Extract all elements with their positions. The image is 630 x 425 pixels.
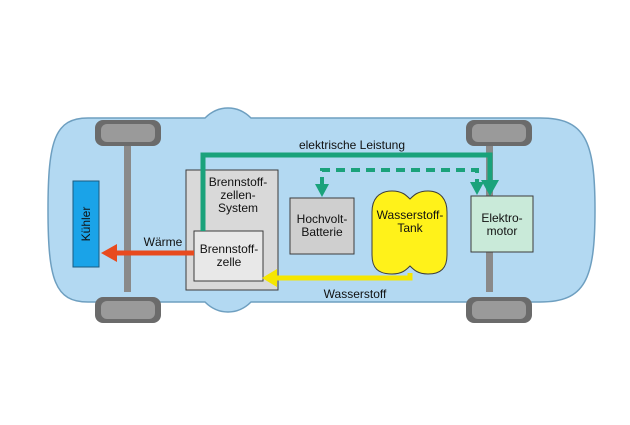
fuel-cell-system-label: Brennstoff- zellen- System xyxy=(208,175,268,215)
fuel-cell-box xyxy=(193,230,264,282)
motor-box xyxy=(470,195,534,253)
hydrogen-arrowhead xyxy=(262,269,277,287)
motor-label: Elektro- motor xyxy=(481,211,523,238)
heat-arrowhead xyxy=(101,244,117,262)
tire-rear-top xyxy=(466,120,532,146)
cooler-label: Kühler xyxy=(79,206,93,242)
power-line xyxy=(200,152,493,231)
hydrogen-label: Wasserstoff xyxy=(323,287,387,301)
fuel-cell-label: Brennstoff- zelle xyxy=(199,242,259,269)
hydrogen-line xyxy=(275,273,413,281)
tire-rear-bottom xyxy=(466,297,532,323)
power-dashed-line xyxy=(320,168,479,186)
motor-dashed-arrowhead xyxy=(470,182,484,195)
power-label: elektrische Leistung xyxy=(298,138,406,152)
cooler-box xyxy=(72,180,100,268)
battery-label: Hochvolt- Batterie xyxy=(296,212,348,239)
tank-label: Wasserstoff- Tank xyxy=(376,208,444,235)
tire-front-top xyxy=(95,120,161,146)
battery-arrowhead xyxy=(315,184,329,197)
tire-front-bottom xyxy=(95,297,161,323)
power-arrowhead xyxy=(481,180,499,196)
battery-box xyxy=(289,197,355,255)
front-axle xyxy=(124,132,131,292)
heat-label: Wärme xyxy=(143,235,183,249)
hydrogen-tank-shape xyxy=(371,190,448,275)
